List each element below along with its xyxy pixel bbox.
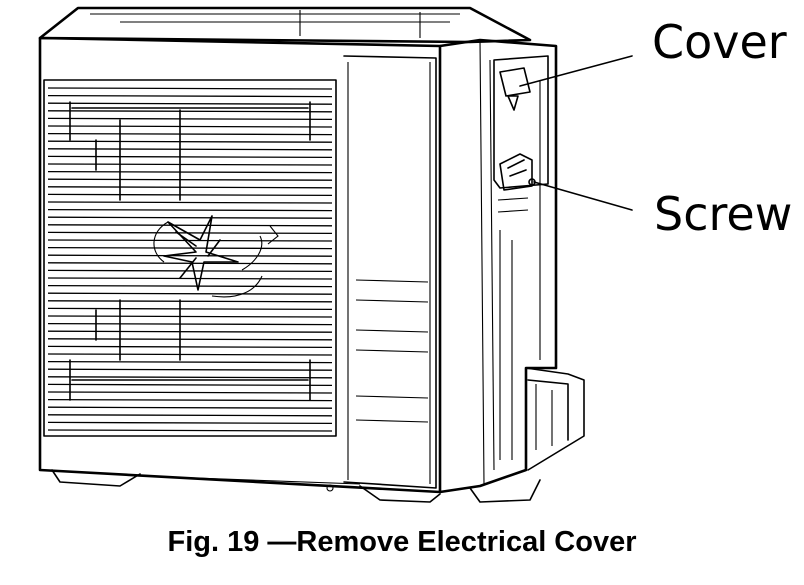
screw-label: Screw: [654, 187, 792, 241]
base-feet: [51, 469, 541, 503]
screw-leader-line: [533, 181, 633, 211]
cover-leader-line: [519, 55, 633, 87]
unit-illustration: [38, 6, 633, 503]
figure-caption: Fig. 19 —Remove Electrical Cover: [167, 526, 637, 558]
front-body: [38, 36, 442, 494]
electrical-cover: [493, 55, 549, 213]
pipe-cover: [525, 367, 585, 471]
front-side-strip: [343, 55, 437, 489]
cover-label: Cover: [652, 15, 787, 69]
top-panel: [38, 6, 532, 44]
fan-grille-slats: [47, 87, 333, 432]
fan-grille-frame: [43, 79, 337, 437]
screw-icon: [499, 153, 536, 191]
fan-icon: [153, 215, 279, 298]
side-panel: [439, 38, 558, 494]
